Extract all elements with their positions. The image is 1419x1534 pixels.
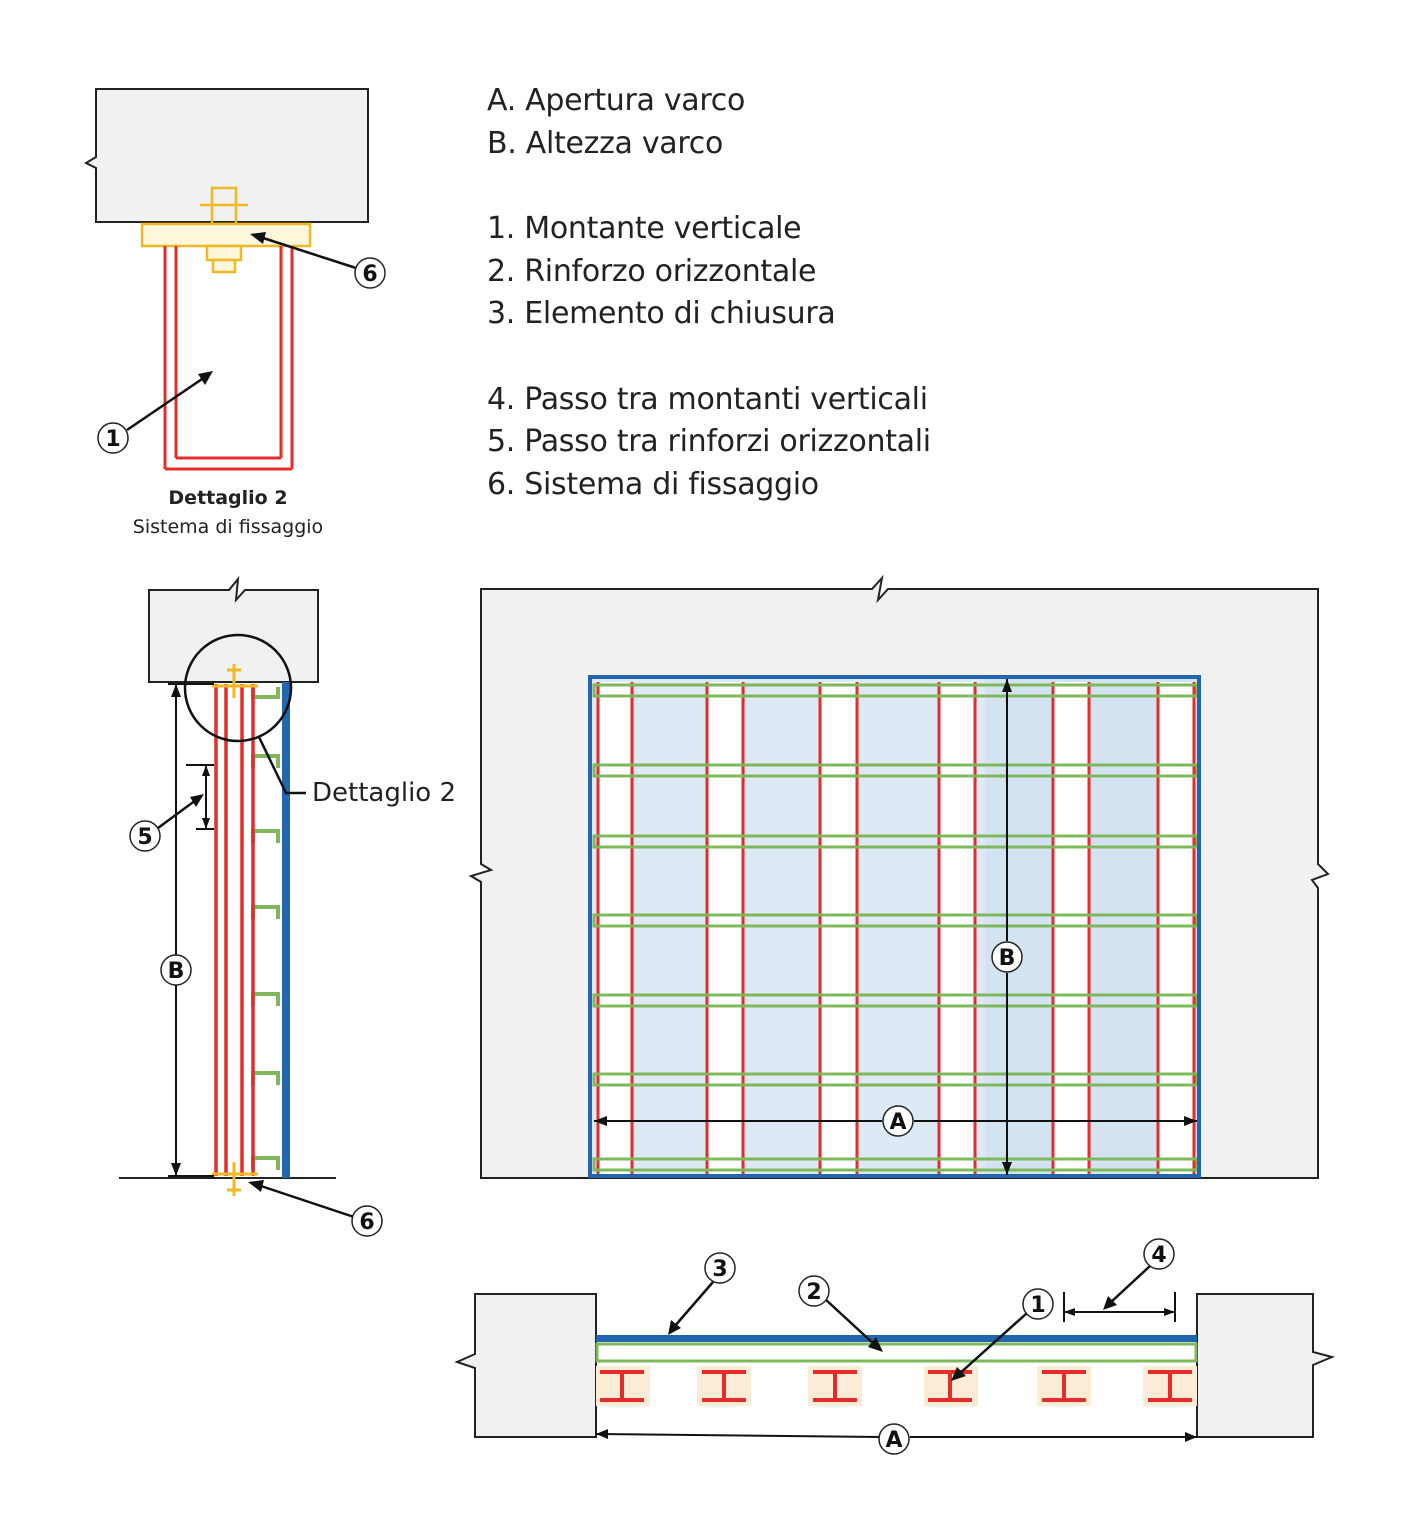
marker-5: 5 [137, 825, 152, 850]
side-section-concrete-lintel [148, 575, 319, 683]
marker-1-circle [97, 422, 129, 454]
legend-item-6: 6. Sistema di fissaggio [487, 466, 819, 502]
marker-3-circle [704, 1252, 736, 1284]
front-stud [705, 682, 745, 1176]
legend-item-4: 4. Passo tra montanti verticali [487, 381, 928, 417]
marker-a-front: A [889, 1110, 906, 1135]
plan-stud [697, 1366, 751, 1406]
marker-b-front-circle [991, 941, 1023, 973]
side-section-horizontal-rails [251, 687, 280, 1170]
front-stud [1051, 682, 1091, 1176]
detail-2-concrete-beam [83, 88, 369, 223]
front-elevation-closure-frame [588, 675, 1201, 1178]
detail-2-vertical-stud [163, 246, 294, 471]
detail-2-callout-leader [257, 736, 306, 795]
plan-horizontal-rail [595, 1342, 1198, 1363]
detail-2-callout-label: Dettaglio 2 [312, 778, 457, 808]
legend-item-2: 2. Rinforzo orizzontale [487, 253, 817, 289]
plan-stud [924, 1366, 978, 1406]
side-section-vertical-studs [214, 684, 255, 1176]
detail-2-fixing-system: 6 1 [83, 88, 386, 471]
marker-2: 2 [806, 1280, 821, 1305]
front-stud [596, 682, 634, 1176]
marker-5-circle [129, 820, 161, 852]
marker-1-plan-circle [1022, 1288, 1054, 1320]
legend: A. Apertura varco B. Altezza varco 1. Mo… [487, 80, 931, 506]
legend-item-1: 1. Montante verticale [487, 211, 802, 246]
plan-section: 3 2 1 4 A [454, 1238, 1336, 1455]
marker-1: 1 [105, 427, 120, 452]
marker-a-plan: A [885, 1428, 902, 1453]
legend-item-b: B. Altezza varco [487, 125, 724, 161]
front-stud [1156, 682, 1196, 1176]
legend-item-3: 3. Elemento di chiusura [487, 296, 836, 331]
detail-2-lower-bolt [205, 244, 243, 274]
marker-b-front: B [999, 946, 1016, 971]
plan-vertical-studs [596, 1366, 1197, 1406]
side-section: B 5 6 [119, 575, 383, 1237]
detail-2-caption-title: Dettaglio 2 [168, 487, 288, 509]
detail-2-base-plate [140, 222, 312, 248]
front-elevation: B A [468, 574, 1330, 1179]
side-section-closure-panel [282, 682, 290, 1178]
plan-left-pier [454, 1293, 597, 1438]
marker-6: 6 [362, 262, 377, 287]
front-stud [818, 682, 859, 1176]
detail-2-callout-circle [183, 633, 293, 743]
legend-item-a: A. Apertura varco [487, 83, 746, 118]
plan-stud [1143, 1366, 1197, 1406]
marker-2-circle [798, 1275, 830, 1307]
detail-2-leader-1: 1 [97, 371, 213, 454]
marker-4-circle [1143, 1238, 1175, 1270]
front-stud [937, 682, 977, 1176]
plan-stud [596, 1366, 650, 1406]
marker-1-plan: 1 [1030, 1293, 1045, 1318]
marker-6-side-circle [351, 1205, 383, 1237]
marker-6-circle [354, 257, 386, 289]
plan-closure-panel [596, 1335, 1197, 1342]
plan-stud [808, 1366, 862, 1406]
side-section-dimension-b [168, 683, 214, 1177]
marker-b-side-circle [160, 954, 192, 986]
marker-6-side: 6 [359, 1210, 374, 1235]
plan-stud [1037, 1366, 1091, 1406]
marker-4: 4 [1151, 1243, 1166, 1268]
marker-a-plan-circle [878, 1423, 910, 1455]
detail-2-caption-subtitle: Sistema di fissaggio [132, 516, 324, 538]
detail-2-leader-6: 6 [250, 232, 386, 289]
side-section-fixings [212, 664, 258, 1196]
plan-right-pier [1196, 1293, 1336, 1438]
marker-b-side: B [168, 959, 185, 984]
legend-item-5: 5. Passo tra rinforzi orizzontali [487, 424, 931, 459]
marker-3: 3 [712, 1257, 727, 1282]
marker-a-front-circle [882, 1105, 914, 1137]
